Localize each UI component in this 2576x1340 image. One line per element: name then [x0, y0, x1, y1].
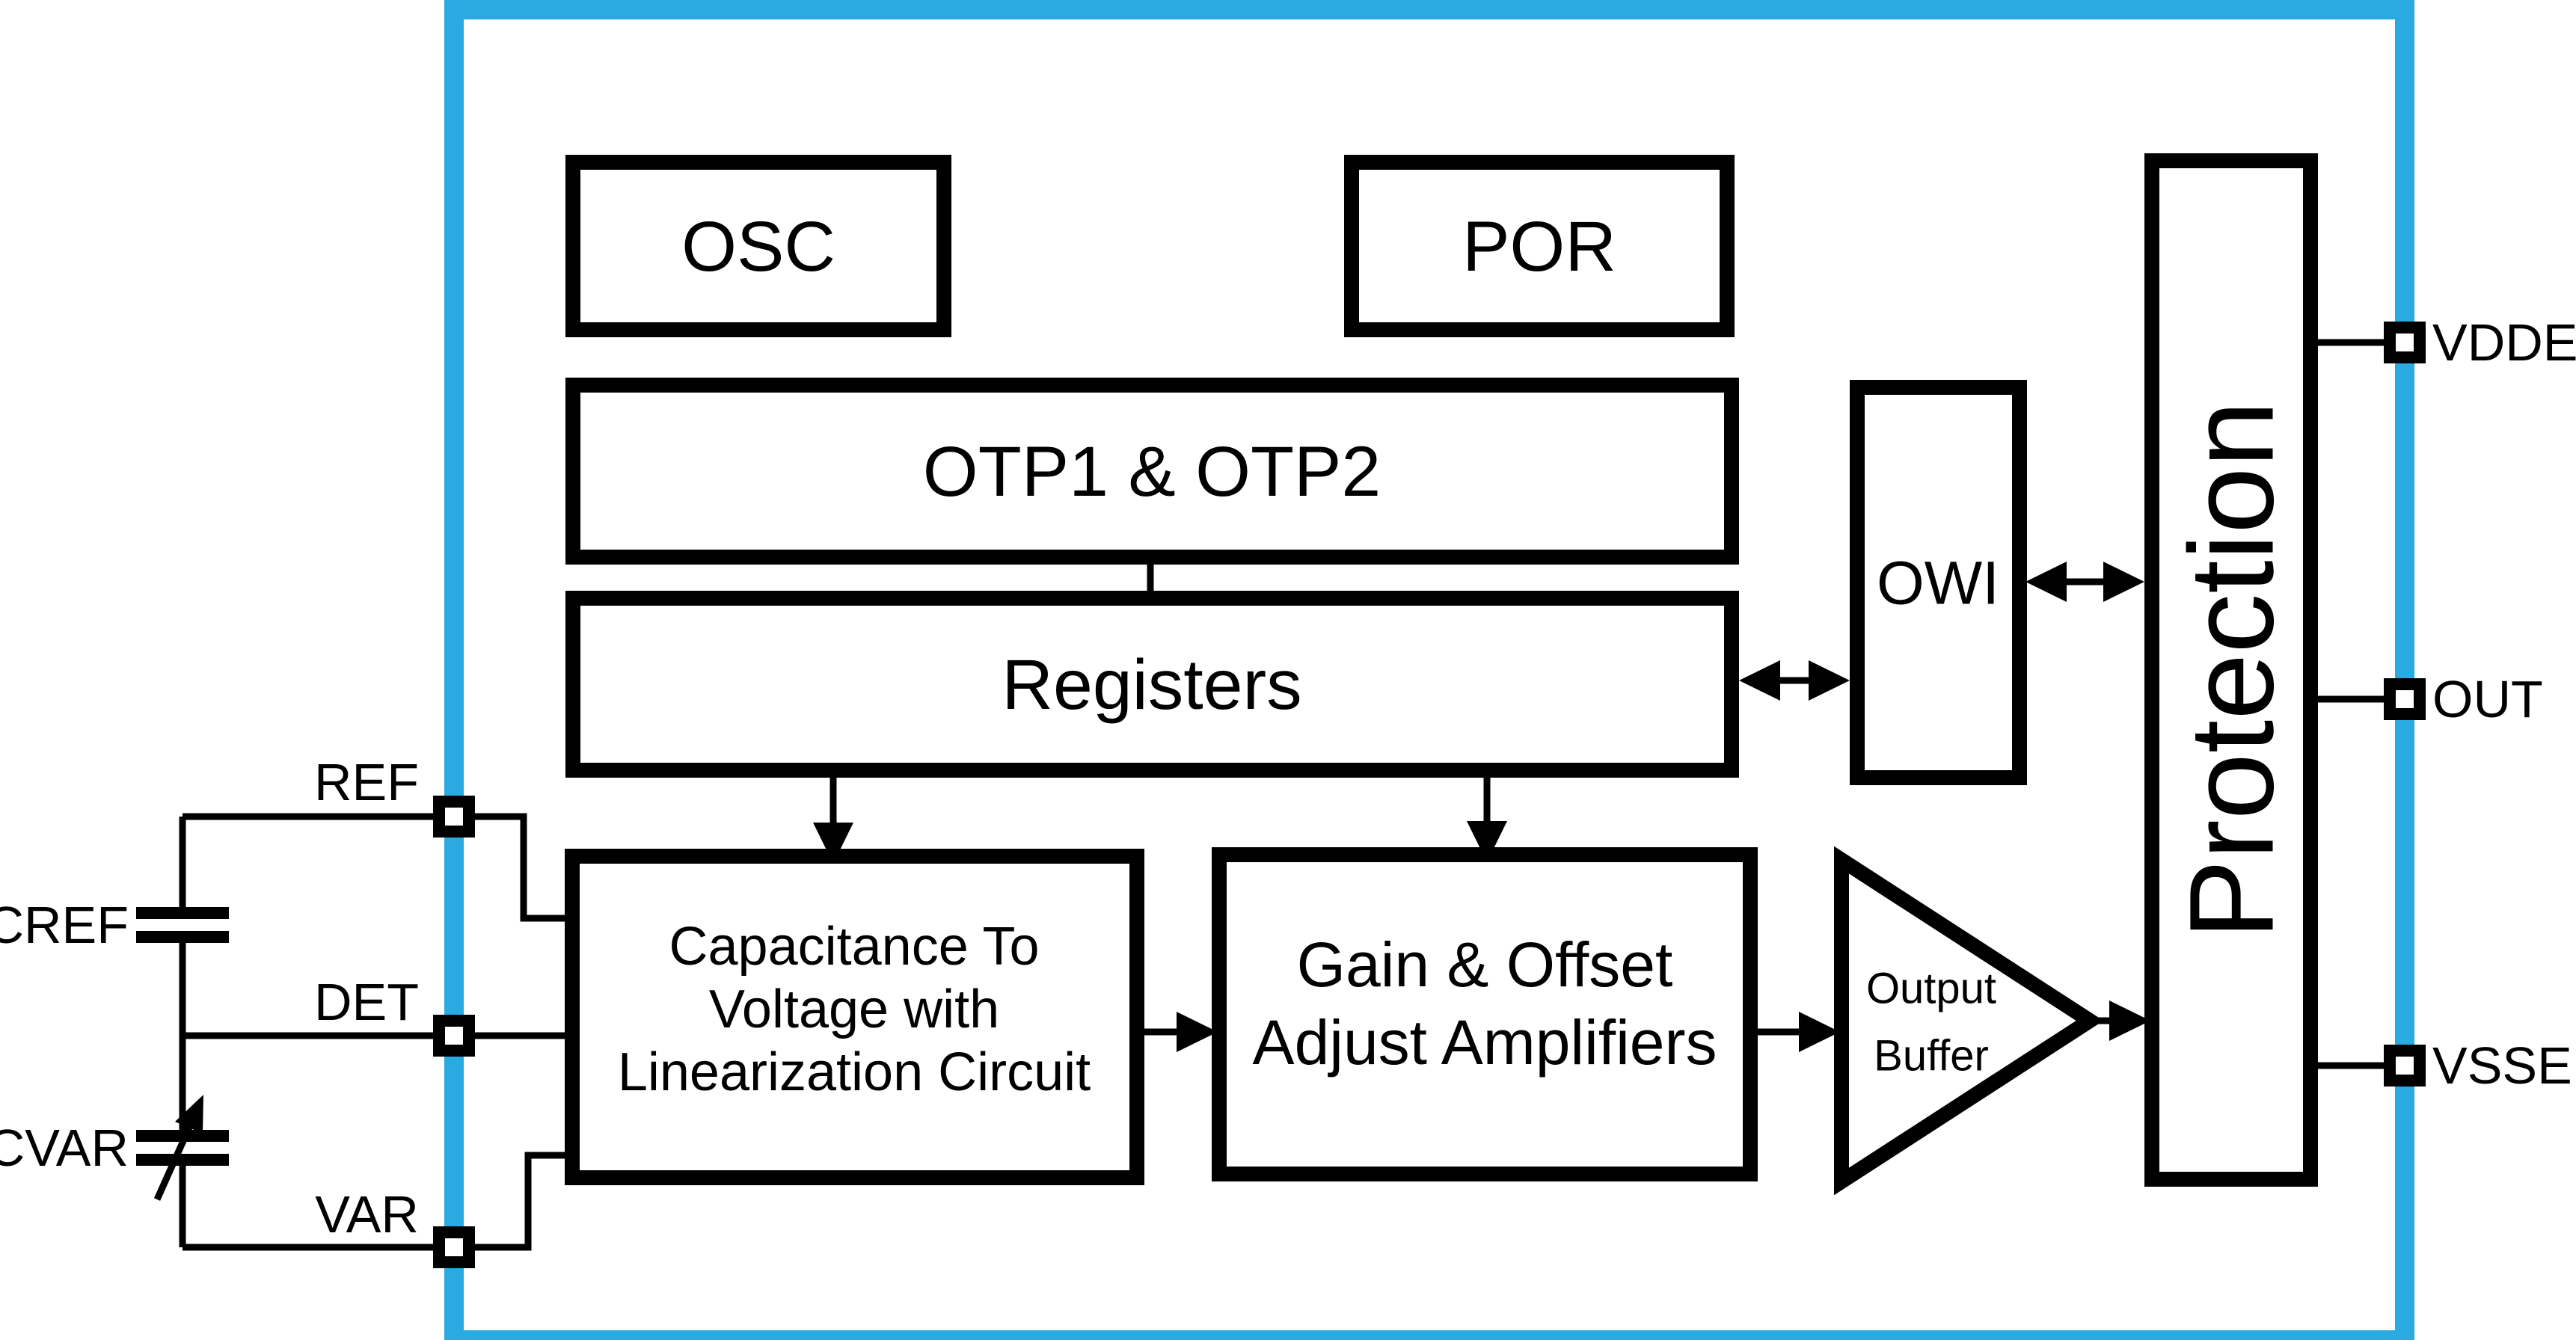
- var-wire: [183, 1152, 572, 1251]
- otp-block: [565, 378, 1739, 565]
- owi-protection-right-arrowhead-icon: [2103, 562, 2144, 602]
- c2v-label-line3: Linearization Circuit: [618, 1042, 1091, 1102]
- var-pin-square-hole: [445, 1238, 463, 1256]
- registers-owi-left-arrowhead-icon: [1739, 660, 1780, 701]
- out-pin-square-hole: [2396, 690, 2414, 708]
- registers-block: [565, 591, 1739, 778]
- owi-protection-left-arrowhead-icon: [2025, 562, 2067, 602]
- output-buffer-triangle: [1834, 846, 2104, 1196]
- var-pin: [433, 1226, 475, 1268]
- vsse-pin: [2384, 1045, 2426, 1087]
- otp-label: OTP1 & OTP2: [923, 432, 1381, 511]
- output-buffer-label-line2: Buffer: [1874, 1032, 1989, 1081]
- var-pin-label: VAR: [315, 1185, 419, 1244]
- por-label: POR: [1462, 207, 1616, 286]
- vsse-pin-label: VSSE: [2432, 1036, 2572, 1095]
- vdde-pin-label: VDDE: [2432, 313, 2576, 372]
- c2v-to-gain-arrowhead-icon: [1177, 1012, 1218, 1052]
- vdde-pin-square-hole: [2396, 334, 2414, 351]
- ref-pin: [433, 796, 475, 838]
- det-pin: [433, 1015, 475, 1057]
- buffer-to-protection-arrowhead-icon: [2109, 1001, 2150, 1041]
- protection-label: Protection: [2165, 401, 2299, 939]
- gain-to-buffer-arrowhead-icon: [1799, 1012, 1840, 1052]
- c2v-block: [565, 849, 1144, 1185]
- osc-label: OSC: [681, 207, 835, 286]
- ref-wire: [183, 813, 572, 922]
- ref-pin-label: REF: [314, 753, 419, 811]
- owi-block: [1850, 380, 2027, 785]
- registers-to-gain-arrowhead-icon: [1467, 821, 1507, 862]
- gain-label-line2: Adjust Amplifiers: [1253, 1007, 1717, 1078]
- chip-boundary-border: [444, 0, 2414, 1340]
- cvar-variable-arrow-shaft: [153, 1126, 193, 1201]
- det-pin-label: DET: [314, 973, 419, 1031]
- cvar-variable-arrow-icon: [175, 1095, 203, 1134]
- c2v-label-line1: Capacitance To: [669, 917, 1040, 977]
- gain-block: [1212, 847, 1758, 1181]
- out-pin: [2384, 678, 2426, 720]
- owi-label: OWI: [1877, 550, 1999, 618]
- cref-label: CREF: [0, 896, 129, 954]
- vdde-pin: [2384, 322, 2426, 363]
- registers-owi-right-arrowhead-icon: [1809, 660, 1850, 701]
- output-buffer-label-line1: Output: [1866, 965, 1996, 1013]
- vsse-pin-square-hole: [2396, 1057, 2414, 1075]
- out-pin-label: OUT: [2432, 670, 2543, 728]
- ref-pin-square-hole: [445, 808, 463, 826]
- por-block: [1344, 155, 1735, 337]
- det-pin-square-hole: [445, 1027, 463, 1045]
- protection-block: [2144, 153, 2318, 1187]
- gain-label-line1: Gain & Offset: [1297, 929, 1673, 1000]
- cvar-label: CVAR: [0, 1119, 129, 1177]
- registers-label: Registers: [1002, 645, 1301, 725]
- c2v-label-line2: Voltage with: [709, 980, 999, 1039]
- osc-block: [565, 155, 951, 337]
- registers-to-c2v-arrowhead-icon: [813, 823, 853, 864]
